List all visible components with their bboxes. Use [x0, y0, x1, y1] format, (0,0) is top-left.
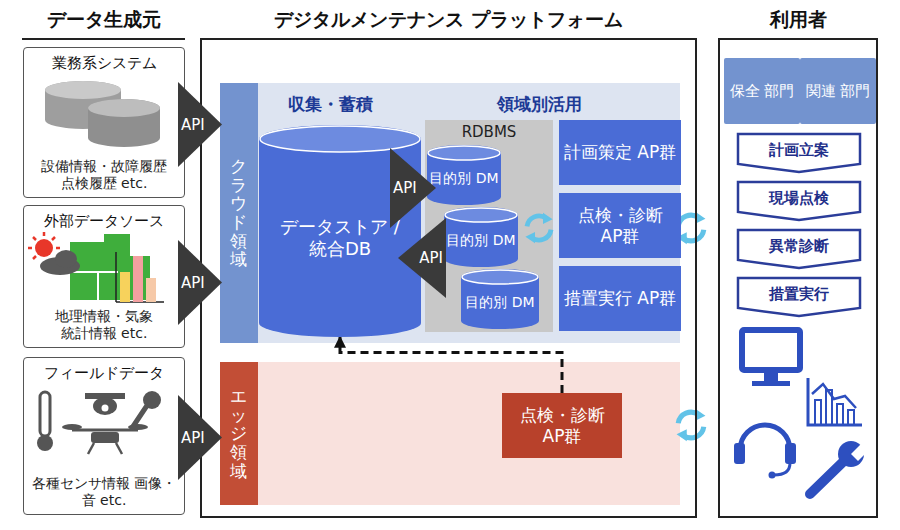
cloud-region: データストア /統合DBAPIAPI目的別 DM目的別 DM目的別 DMRDBM… [220, 83, 680, 343]
column-heading: 利用者 [760, 7, 837, 32]
box-label: API [181, 116, 205, 134]
application-box: 点検・診断 AP群 [559, 193, 681, 258]
process-chevron: 現場点検 [737, 181, 861, 221]
box-label: 点検・診断 AP群 [559, 205, 681, 246]
box-label: API [419, 249, 443, 267]
column-heading: デジタルメンテナンス プラットフォーム [264, 7, 633, 32]
department-box: 保全 部門 [724, 58, 800, 124]
application-box: 点検・診断 AP群 [502, 393, 622, 458]
cloud-ground [220, 83, 680, 343]
region-label: エッジ領域 [230, 387, 247, 480]
data-source-box: フィールドデータ各種センサ情報 画像・音 etc. [23, 357, 185, 515]
datamart-cylinder: 目的別 DM [444, 207, 518, 267]
weather-map-icon [28, 232, 164, 302]
box-label: 計画立案 [769, 141, 829, 159]
box-label: データストア /統合DB [259, 216, 421, 259]
box-label: 保全 部門 [730, 82, 795, 100]
box-label: 目的別 DM [429, 170, 498, 187]
source-title: フィールドデータ [44, 364, 164, 382]
edge-strip [220, 362, 258, 505]
box-label: API [393, 179, 417, 197]
source-detail: 各種センサ情報 画像・音 etc. [27, 475, 181, 509]
column-panel: 業務系システム設備情報・故障履歴 点検履歴 etc.外部データソース地理情報・気… [22, 38, 185, 520]
cloud-strip [220, 83, 258, 343]
section-heading: 領域別活用 [497, 93, 582, 116]
box-label: 措置実行 [769, 285, 829, 303]
column-panel: データストア /統合DBAPIAPI目的別 DM目的別 DM目的別 DMRDBM… [200, 38, 697, 518]
source-title: 外部データソース [44, 212, 164, 230]
api-triangle: API [178, 82, 222, 167]
datamart-cylinder: 目的別 DM [427, 145, 501, 205]
box-label: 措置実行 AP群 [564, 288, 676, 308]
data-source-box: 外部データソース地理情報・気象 統計情報 etc. [23, 205, 185, 348]
data-source-box: 業務系システム設備情報・故障履歴 点検履歴 etc. [23, 47, 185, 198]
cycle-icon [525, 213, 552, 243]
process-chevron: 計画立案 [737, 133, 861, 173]
api-triangle: API [398, 218, 446, 298]
box-label: RDBMS [462, 123, 517, 141]
box-label: 異常診断 [769, 237, 829, 255]
source-title: 業務系システム [52, 54, 157, 72]
box-label: API [181, 429, 205, 447]
source-detail: 設備情報・故障履歴 点検履歴 etc. [27, 158, 181, 192]
source-detail: 地理情報・気象 統計情報 etc. [27, 308, 181, 342]
box-label: 目的別 DM [465, 294, 534, 311]
edge-ground [220, 362, 680, 505]
cycle-icon [677, 409, 706, 441]
api-triangle: API [178, 395, 222, 480]
application-box: 計画策定 AP群 [559, 120, 681, 185]
section-heading: 収集・蓄積 [288, 93, 373, 116]
sensor-icons [37, 391, 161, 454]
box-label: 点検・診断 AP群 [502, 405, 622, 446]
box-label: 計画策定 AP群 [564, 142, 676, 162]
box-label: 目的別 DM [446, 232, 515, 249]
process-chevron: 措置実行 [737, 277, 861, 317]
box-label: API [181, 274, 205, 292]
box-label: 関連 部門 [806, 82, 871, 100]
application-box: 措置実行 AP群 [559, 266, 681, 331]
column-heading: データ生成元 [37, 7, 171, 32]
api-triangle: API [390, 148, 436, 228]
process-chevron: 異常診断 [737, 229, 861, 269]
api-triangle: API [178, 240, 222, 325]
department-box: 関連 部門 [800, 58, 876, 124]
datamart-cylinder: 目的別 DM [461, 269, 539, 329]
box-label: 現場点検 [769, 189, 829, 207]
edge-region: 点検・診断 AP群 エッジ領域 [220, 362, 680, 505]
dashed-arrow [340, 337, 562, 393]
database-icon [45, 81, 160, 147]
column-panel: 保全 部門関連 部門計画立案現場点検異常診断措置実行利用者 [718, 38, 878, 518]
user-icons [734, 330, 873, 494]
region-label: クラウド領域 [230, 157, 247, 269]
